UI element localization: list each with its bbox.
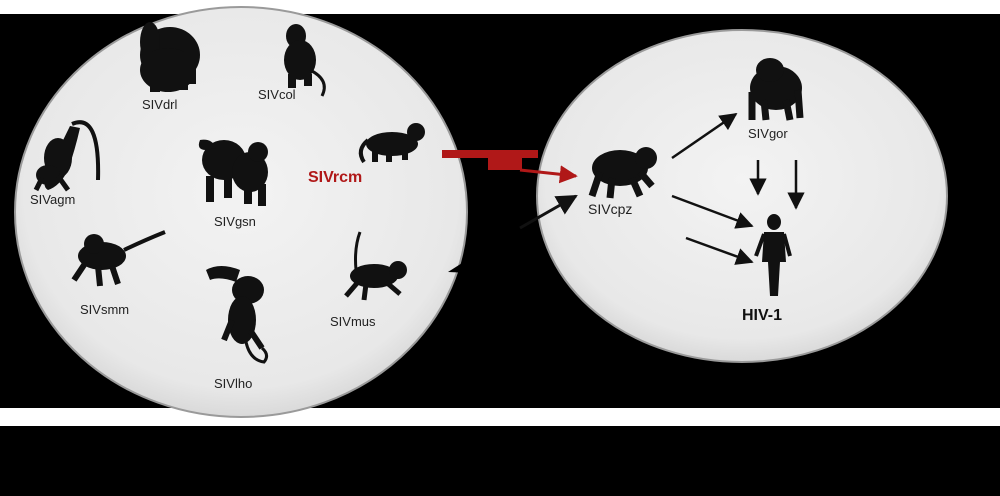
label-hiv1: HIV-1 [742, 307, 782, 324]
colobus-icon [284, 24, 326, 97]
cpz-to-hiv-arrow [671, 194, 754, 229]
chimpanzee-icon [588, 147, 657, 199]
label-sivcpz: SIVcpz [588, 201, 632, 217]
right-circle [536, 29, 948, 363]
left-circle [14, 6, 468, 418]
label-sivsmm: SIVsmm [80, 302, 129, 317]
human-icon [754, 214, 792, 296]
cpz-to-hiv-lower-arrow [685, 236, 754, 265]
label-sivmus: SIVmus [330, 314, 376, 329]
mustached-monkey-icon [344, 231, 407, 301]
drill-icon [140, 22, 200, 92]
label-sivagm: SIVagm [30, 192, 75, 207]
cpz-to-gor-arrow [671, 112, 738, 160]
label-sivdrl: SIVdrl [142, 97, 178, 112]
label-sivrcm: SIVrcm [308, 169, 362, 186]
label-sivgsn: SIVgsn [214, 214, 256, 229]
lhoest-monkey-icon [206, 266, 269, 364]
rcm-to-cpz-arrow [442, 150, 578, 184]
hanging-monkey-icon [33, 120, 101, 192]
mus-to-cpz-arrow [448, 194, 578, 276]
sooty-mangabey-icon [71, 230, 166, 287]
label-sivlho: SIVlho [214, 376, 252, 391]
gorilla-icon [748, 58, 804, 121]
label-sivcol: SIVcol [258, 87, 296, 102]
guenon-icon [198, 139, 268, 206]
mangabey-icon [358, 123, 425, 164]
label-sivgor: SIVgor [748, 126, 788, 141]
